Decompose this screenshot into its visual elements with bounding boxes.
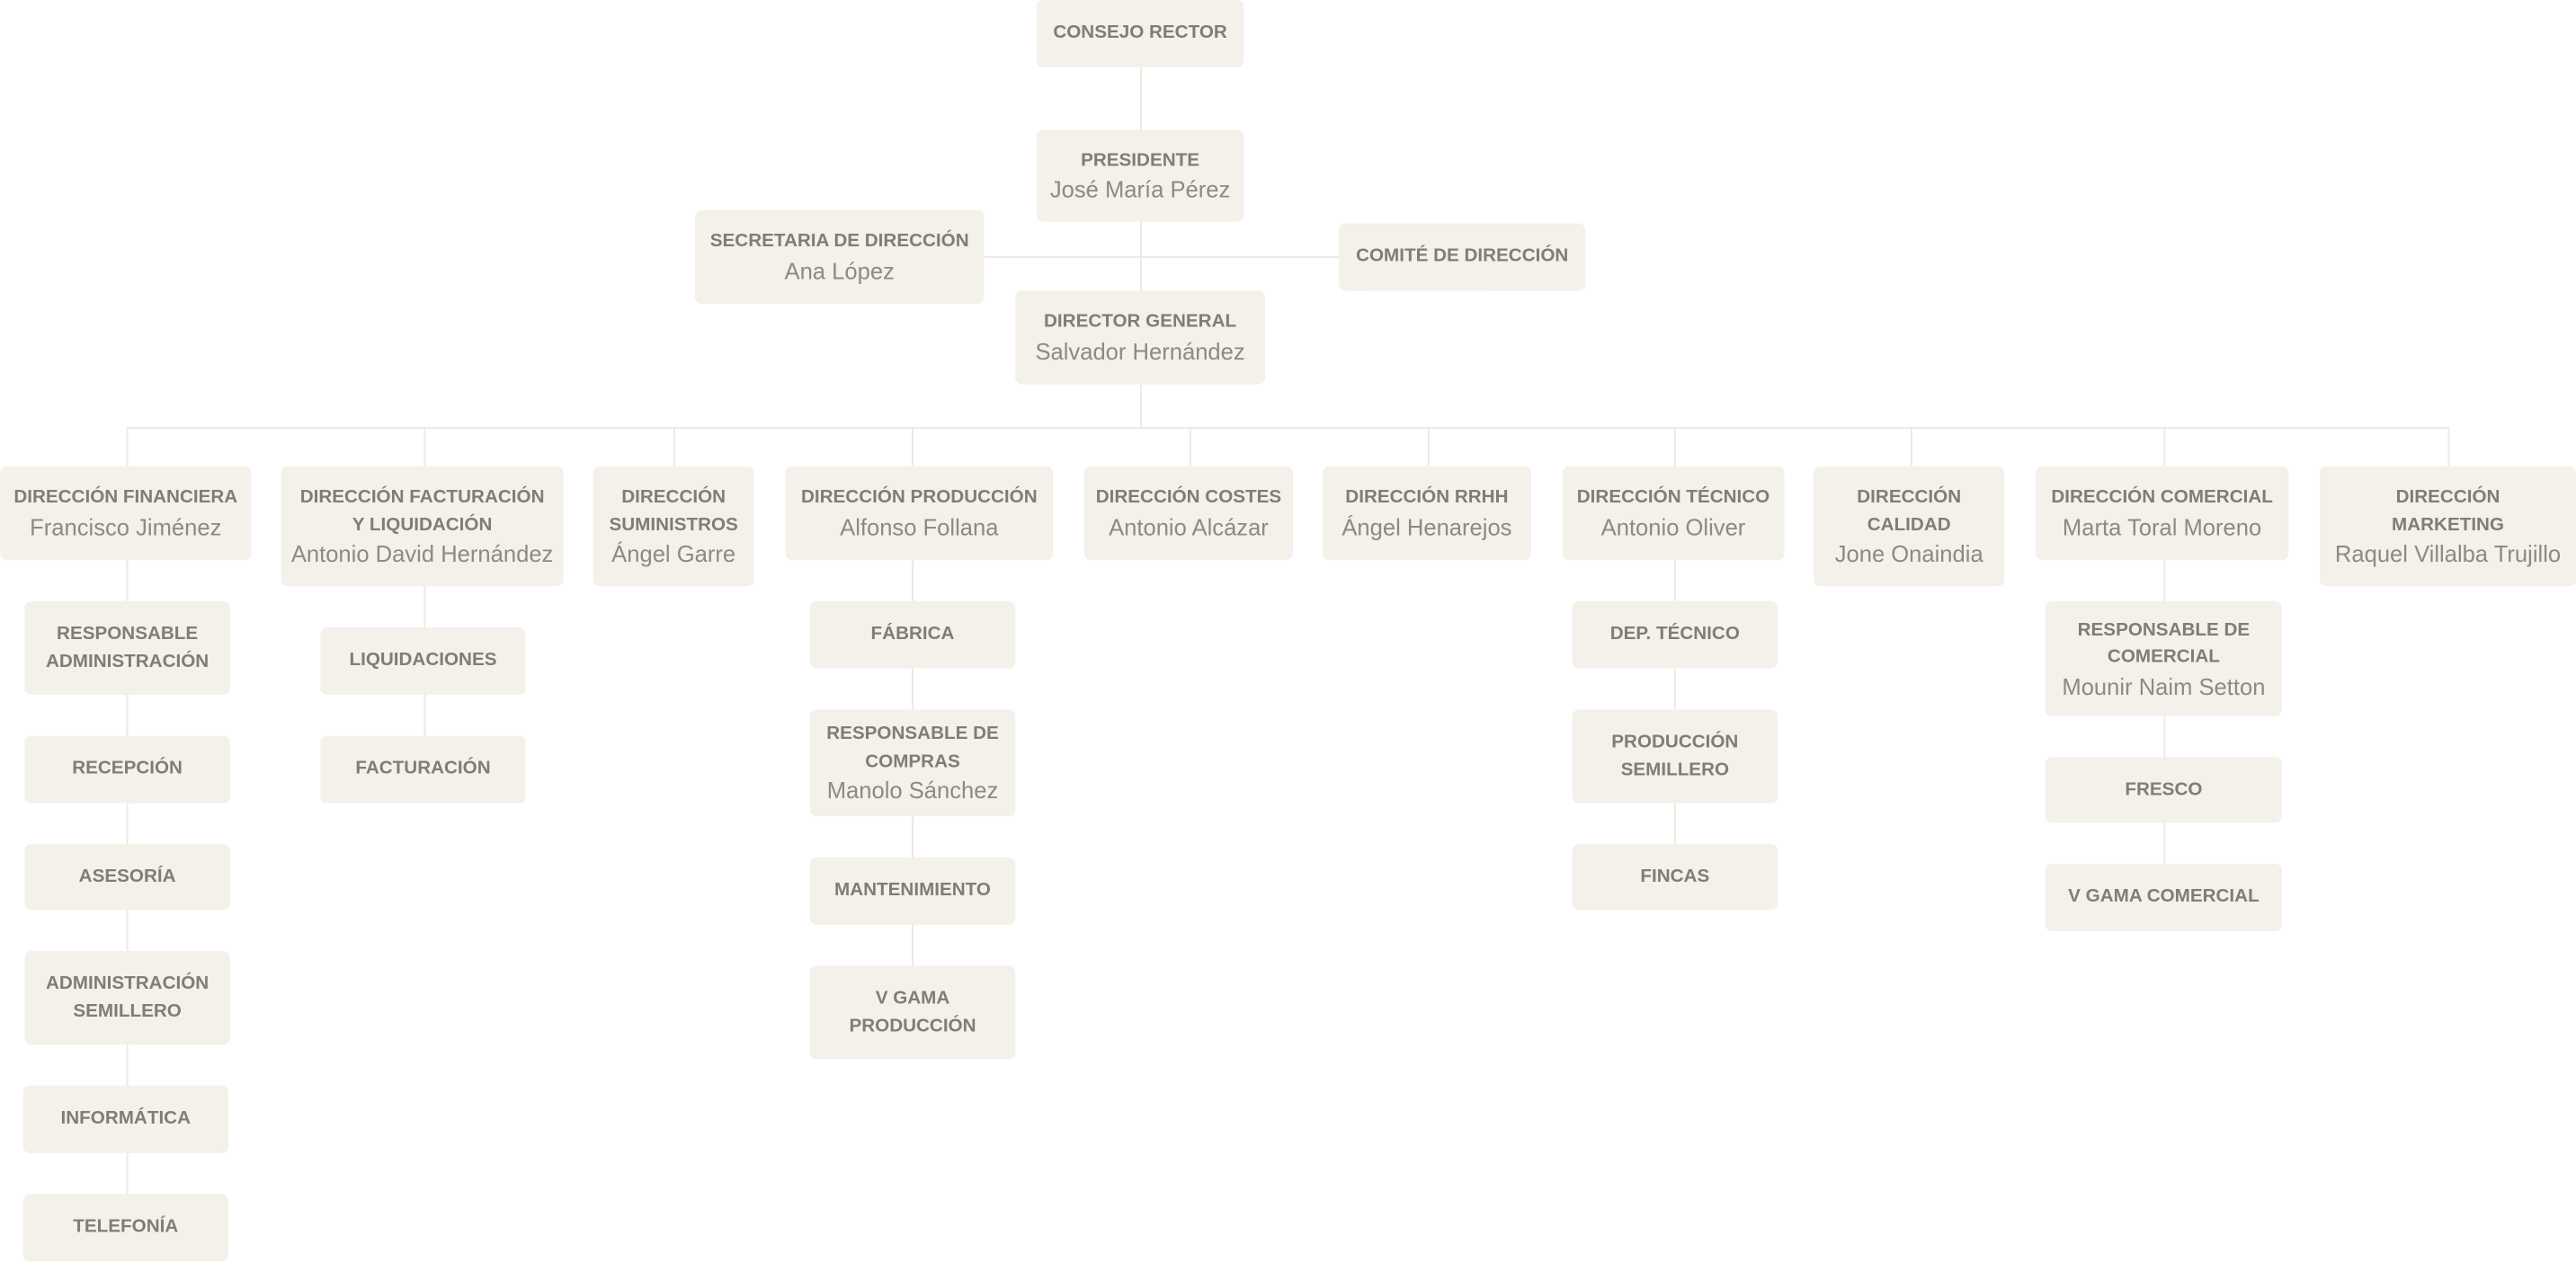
org-node-presidente[interactable]: PRESIDENTE José María Pérez <box>1036 129 1244 222</box>
org-node-fresco[interactable]: FRESCO <box>2045 757 2282 823</box>
connector-drop <box>423 427 426 467</box>
node-title: DIRECTOR GENERAL <box>1044 312 1237 333</box>
org-node-vgama-com[interactable]: V GAMA COMERCIAL <box>2045 864 2282 932</box>
connector-bus <box>128 427 2450 429</box>
node-title: FÁBRICA <box>870 624 955 644</box>
org-node-fabrica[interactable]: FÁBRICA <box>809 600 1016 669</box>
node-title: RECEPCIÓN <box>72 759 183 779</box>
node-title: DIRECCIÓN MARKETING <box>2392 487 2505 535</box>
org-node-calidad[interactable]: DIRECCIÓN CALIDAD Jone Onaindia <box>1814 466 2005 587</box>
org-node-resp-admin[interactable]: RESPONSABLE ADMINISTRACIÓN <box>24 600 230 695</box>
connector-staff <box>984 256 1340 258</box>
org-node-informatica[interactable]: INFORMÁTICA <box>22 1085 228 1153</box>
node-title: INFORMÁTICA <box>60 1108 192 1129</box>
org-node-admin-semillero[interactable]: ADMINISTRACIÓN SEMILLERO <box>24 950 230 1045</box>
org-node-costes[interactable]: DIRECCIÓN COSTES Antonio Alcázar <box>1083 466 1294 561</box>
node-person-name: Manolo Sánchez <box>826 777 999 804</box>
org-node-financiera[interactable]: DIRECCIÓN FINANCIERA Francisco Jiménez <box>0 466 252 561</box>
connector-drop <box>1427 427 1430 467</box>
connector-drop <box>126 427 129 467</box>
org-node-secretaria[interactable]: SECRETARIA DE DIRECCIÓN Ana López <box>694 209 985 305</box>
node-title: SECRETARIA DE DIRECCIÓN <box>709 232 969 253</box>
connector-drop <box>1189 427 1191 467</box>
node-person-name: Francisco Jiménez <box>30 513 222 540</box>
node-person-name: Antonio David Hernández <box>290 540 554 567</box>
node-title: RESPONSABLE DE COMPRAS <box>826 724 999 771</box>
node-title: RESPONSABLE DE COMERCIAL <box>2077 619 2251 667</box>
org-node-facturacion[interactable]: DIRECCIÓN FACTURACIÓN Y LIQUIDACIÓN Anton… <box>281 466 564 587</box>
node-person-name: José María Pérez <box>1049 175 1231 203</box>
node-title: DIRECCIÓN COSTES <box>1095 488 1282 509</box>
org-node-telefonia[interactable]: TELEFONÍA <box>22 1194 228 1262</box>
node-person-name: Raquel Villalba Trujillo <box>2334 540 2562 567</box>
node-person-name: Alfonso Follana <box>840 513 999 540</box>
org-node-marketing[interactable]: DIRECCIÓN MARKETING Raquel Villalba Truji… <box>2320 466 2576 587</box>
node-title: DIRECCIÓN SUMINISTROS <box>609 487 738 535</box>
node-person-name: Salvador Hernández <box>1035 337 1245 365</box>
org-node-liquidaciones[interactable]: LIQUIDACIONES <box>320 627 526 695</box>
node-title: RESPONSABLE ADMINISTRACIÓN <box>45 624 209 671</box>
org-node-resp-comercial[interactable]: RESPONSABLE DE COMERCIAL Mounir Naim Sett… <box>2045 600 2282 716</box>
connector-drop <box>912 427 914 467</box>
org-node-prod-semillero[interactable]: PRODUCCIÓN SEMILLERO <box>1572 709 1778 804</box>
node-title: DIRECCIÓN TÉCNICO <box>1576 488 1770 509</box>
org-node-consejo[interactable]: CONSEJO RECTOR <box>1036 0 1244 67</box>
node-title: DIRECCIÓN PRODUCCIÓN <box>800 488 1038 509</box>
connector-drop <box>1673 427 1676 467</box>
node-title: DIRECCIÓN FINANCIERA <box>13 488 238 509</box>
org-node-tecnico[interactable]: DIRECCIÓN TÉCNICO Antonio Oliver <box>1562 466 1785 561</box>
org-node-fincas[interactable]: FINCAS <box>1572 844 1778 911</box>
connector-main <box>1140 67 1142 428</box>
node-person-name: Ana López <box>784 257 895 284</box>
org-node-suministros[interactable]: DIRECCIÓN SUMINISTROS Ángel Garre <box>593 466 754 587</box>
node-person-name: Marta Toral Moreno <box>2062 513 2262 540</box>
node-person-name: Jone Onaindia <box>1834 540 1983 567</box>
node-title: FACTURACIÓN <box>355 759 491 779</box>
node-title: V GAMA PRODUCCIÓN <box>849 988 976 1036</box>
node-title: DIRECCIÓN COMERCIAL <box>2051 488 2273 509</box>
node-person-name: Mounir Naim Setton <box>2062 672 2266 699</box>
node-title: DIRECCIÓN FACTURACIÓN Y LIQUIDACIÓN <box>299 487 545 535</box>
node-title: LIQUIDACIONES <box>349 651 497 671</box>
node-person-name: Antonio Oliver <box>1600 513 1746 540</box>
connector-drop <box>2447 427 2450 467</box>
org-node-asesoria[interactable]: ASESORÍA <box>24 844 230 911</box>
connector-drop <box>1911 427 1912 467</box>
node-person-name: Ángel Henarejos <box>1341 513 1512 540</box>
node-title: FINCAS <box>1640 867 1710 887</box>
org-node-produccion[interactable]: DIRECCIÓN PRODUCCIÓN Alfonso Follana <box>785 466 1054 561</box>
node-person-name: Ángel Garre <box>611 540 736 567</box>
org-node-vgama-prod[interactable]: V GAMA PRODUCCIÓN <box>809 965 1016 1060</box>
node-title: PRESIDENTE <box>1081 150 1200 171</box>
org-node-mantenimiento[interactable]: MANTENIMIENTO <box>809 857 1016 925</box>
node-title: FRESCO <box>2125 779 2203 800</box>
org-node-dep-tecnico[interactable]: DEP. TÉCNICO <box>1572 600 1778 669</box>
node-title: DIRECCIÓN CALIDAD <box>1857 487 1962 535</box>
org-node-rrhh[interactable]: DIRECCIÓN RRHH Ángel Henarejos <box>1322 466 1531 561</box>
connector-drop <box>2163 427 2166 467</box>
node-title: MANTENIMIENTO <box>834 880 991 901</box>
node-title: ADMINISTRACIÓN SEMILLERO <box>45 973 209 1021</box>
node-title: DIRECCIÓN RRHH <box>1345 488 1509 509</box>
node-title: COMITÉ DE DIRECCIÓN <box>1356 246 1569 267</box>
org-node-resp-compras[interactable]: RESPONSABLE DE COMPRAS Manolo Sánchez <box>809 709 1016 817</box>
connector-drop <box>673 427 675 467</box>
node-title: CONSEJO RECTOR <box>1053 23 1227 43</box>
connector-tecnico <box>1673 560 1676 845</box>
node-title: PRODUCCIÓN SEMILLERO <box>1611 732 1739 780</box>
org-node-comercial[interactable]: DIRECCIÓN COMERCIAL Marta Toral Moreno <box>2035 466 2289 561</box>
node-person-name: Antonio Alcázar <box>1109 513 1269 540</box>
node-title: DEP. TÉCNICO <box>1609 624 1740 644</box>
node-title: TELEFONÍA <box>73 1217 179 1238</box>
org-node-recepcion[interactable]: RECEPCIÓN <box>24 735 230 804</box>
node-title: ASESORÍA <box>78 867 176 887</box>
org-node-comite[interactable]: COMITÉ DE DIRECCIÓN <box>1339 223 1586 291</box>
node-title: V GAMA COMERCIAL <box>2068 887 2260 908</box>
org-node-fact[interactable]: FACTURACIÓN <box>320 735 526 804</box>
org-node-director[interactable]: DIRECTOR GENERAL Salvador Hernández <box>1015 290 1265 385</box>
